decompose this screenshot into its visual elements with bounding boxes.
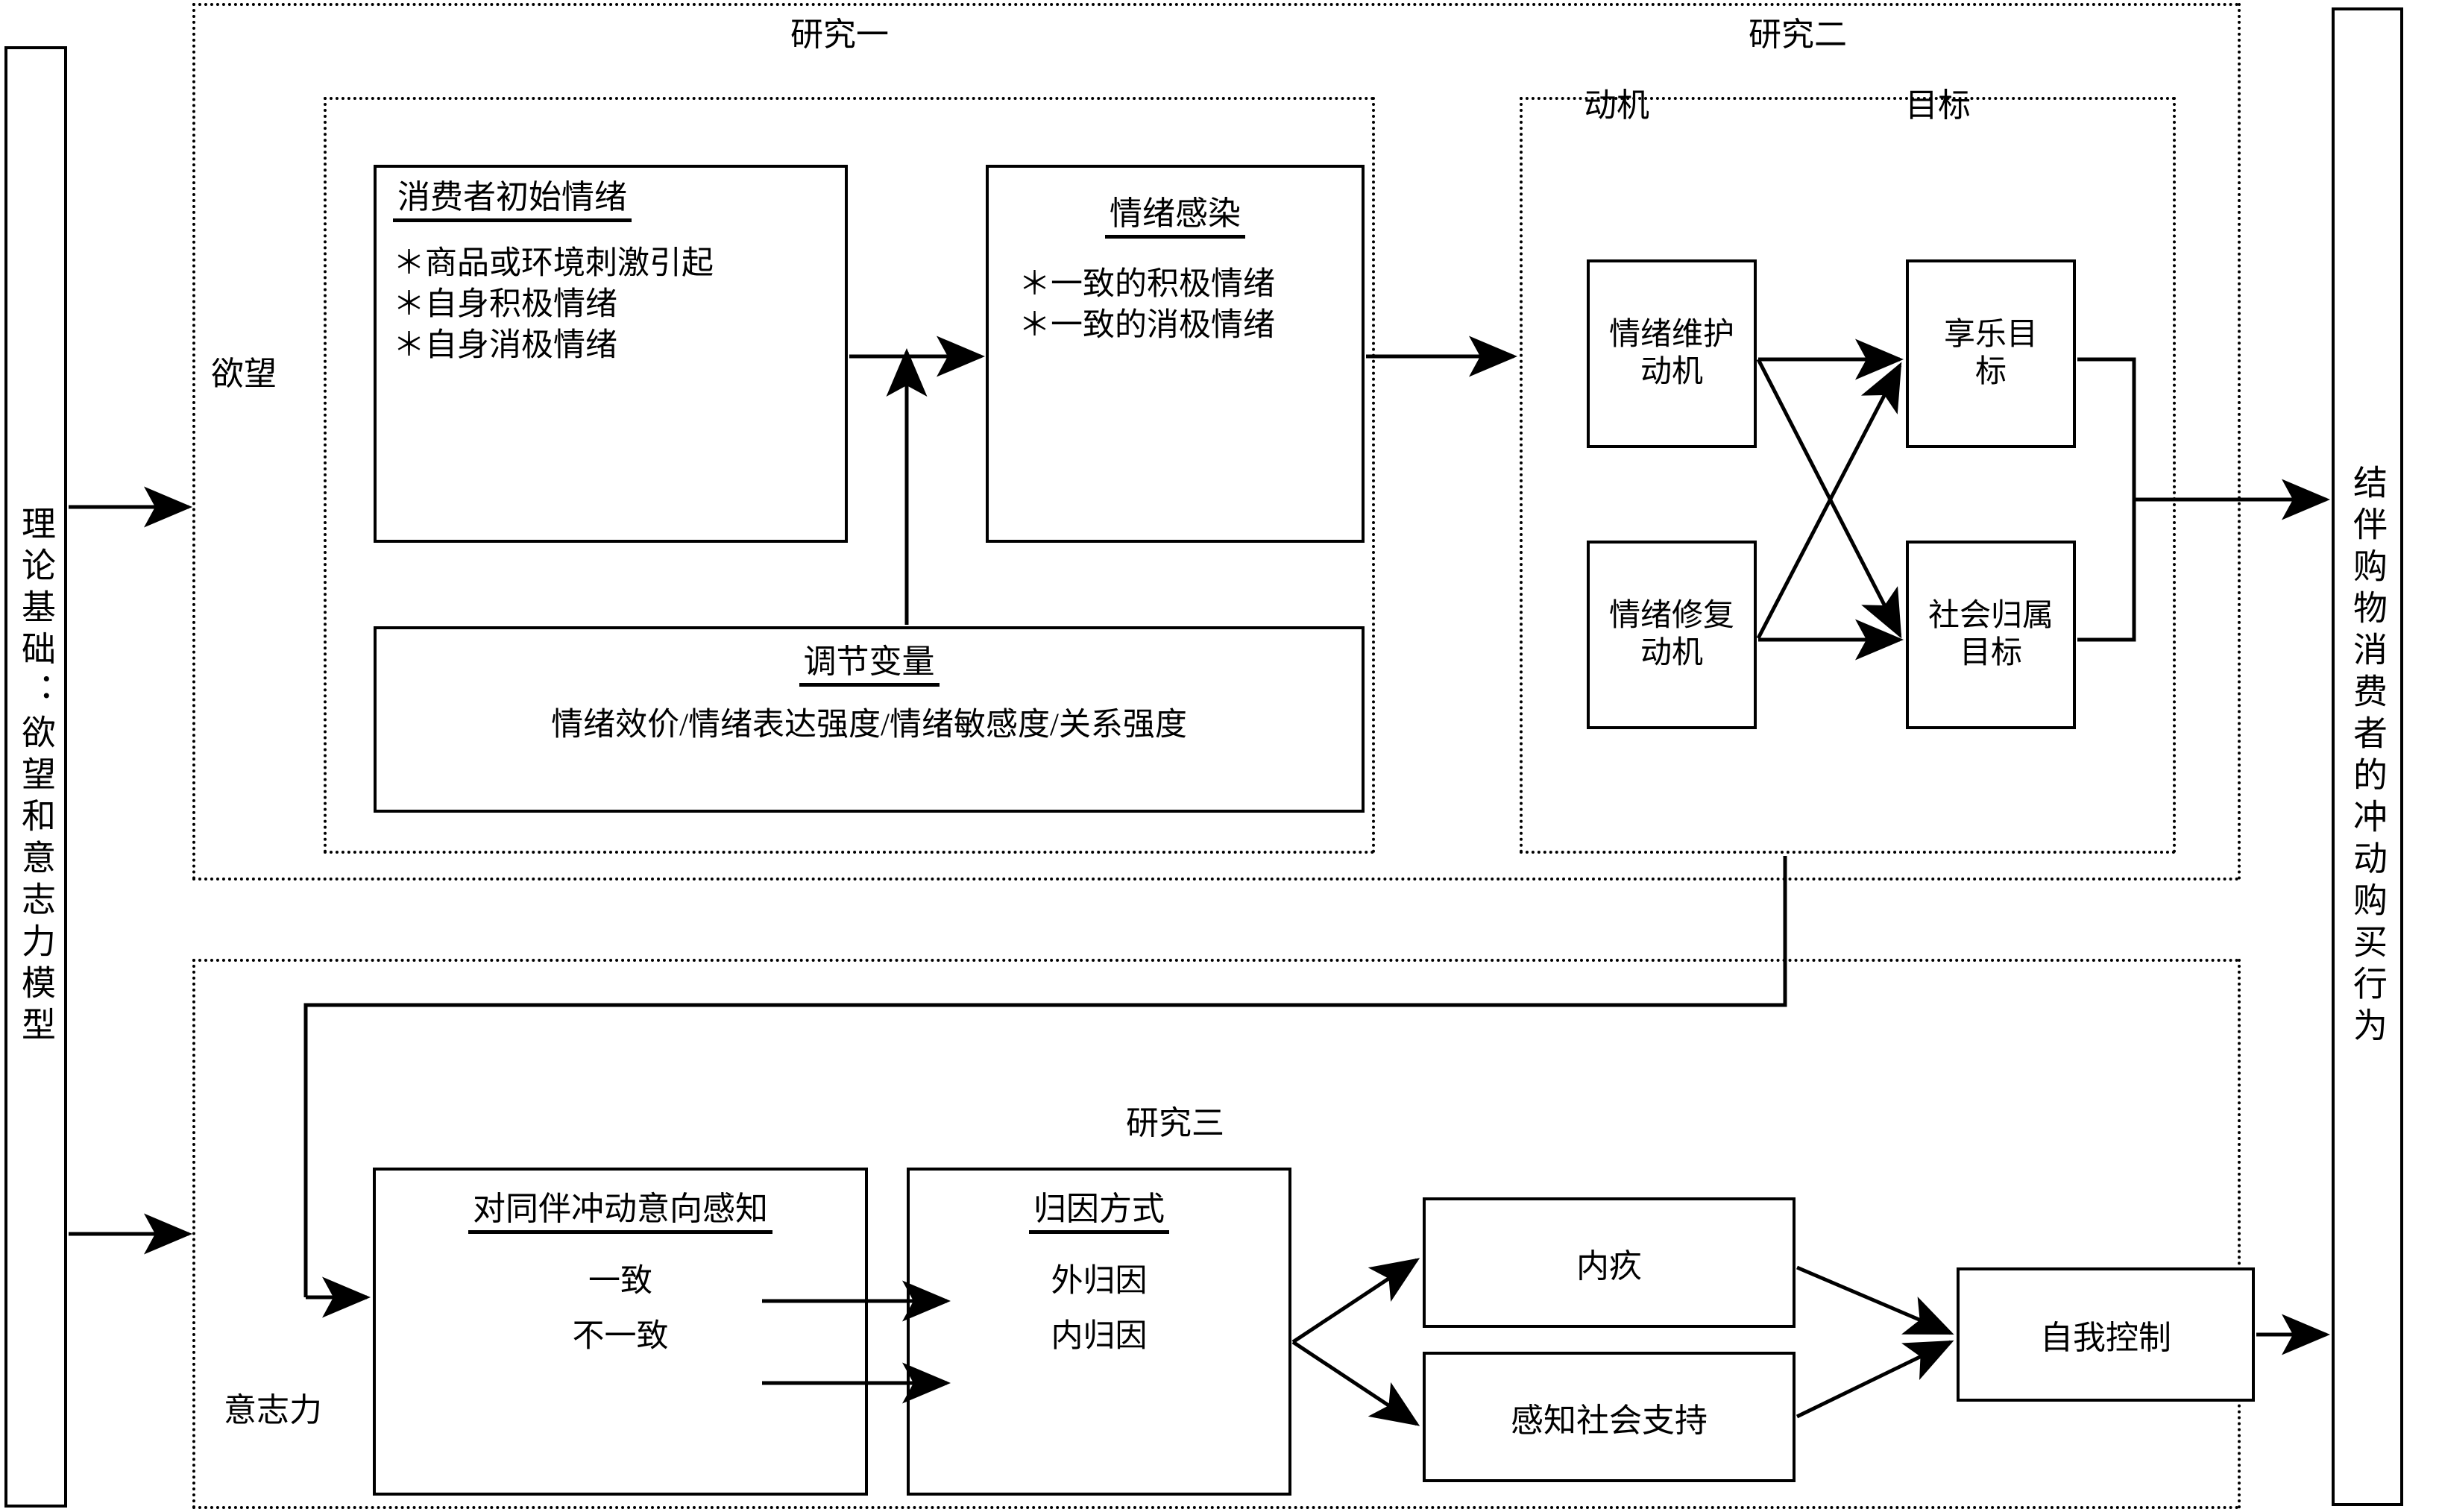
perceived-social-support-box: 感知社会支持 (1423, 1352, 1796, 1482)
study-one-title: 研究一 (790, 16, 889, 53)
initial-emotion-box: 消费者初始情绪 ＊商品或环境刺激引起 ＊自身积极情绪 ＊自身消极情绪 (374, 165, 848, 543)
outcome-box: 结伴购物消费者的冲动购买行为 (2332, 7, 2403, 1506)
social-belonging-goal-box: 社会归属目标 (1906, 541, 2076, 729)
initial-emotion-title: 消费者初始情绪 (393, 178, 632, 222)
study-two-panel (1520, 97, 2176, 854)
moderator-title: 调节变量 (799, 643, 940, 687)
emotion-maintenance-motive-box: 情绪维护动机 (1587, 259, 1757, 448)
attribution-option: 外归因 (1051, 1263, 1148, 1299)
hedonic-goal-label: 享乐目标 (1943, 317, 2038, 389)
hedonic-goal-box: 享乐目标 (1906, 259, 2076, 448)
contagion-bullet: ＊一致的消极情绪 (1019, 307, 1275, 343)
emotion-maintenance-motive-label: 情绪维护动机 (1608, 317, 1734, 389)
desire-edge-label: 欲望 (211, 356, 277, 392)
emotional-contagion-title: 情绪感染 (1105, 195, 1245, 239)
attribution-style-box: 归因方式 外归因 内归因 (907, 1168, 1291, 1496)
perception-option: 一致 (588, 1263, 652, 1299)
initial-emotion-bullet: ＊自身积极情绪 (393, 286, 617, 322)
theory-foundation-box: 理论基础：欲望和意志力模型 (4, 46, 67, 1508)
study-one-panel (324, 97, 1375, 854)
guilt-label: 内疚 (1576, 1247, 1642, 1285)
perception-option: 不一致 (572, 1318, 669, 1354)
self-control-label: 自我控制 (2040, 1320, 2171, 1356)
emotion-repair-motive-box: 情绪修复动机 (1587, 541, 1757, 729)
moderator-items: 情绪效价/情绪表达强度/情绪敏感度/关系强度 (551, 707, 1187, 743)
study-two-title: 研究二 (1749, 16, 1847, 53)
guilt-box: 内疚 (1423, 1197, 1796, 1328)
emotion-repair-motive-label: 情绪修复动机 (1608, 598, 1734, 670)
study-three-title: 研究三 (1126, 1105, 1224, 1141)
initial-emotion-bullet: ＊自身消极情绪 (393, 327, 617, 363)
attribution-style-title: 归因方式 (1029, 1190, 1169, 1234)
emotional-contagion-box: 情绪感染 ＊一致的积极情绪 ＊一致的消极情绪 (986, 165, 1365, 543)
motive-column-header: 动机 (1584, 87, 1649, 124)
attribution-option: 内归因 (1051, 1318, 1148, 1354)
willpower-edge-label: 意志力 (224, 1392, 322, 1428)
contagion-bullet: ＊一致的积极情绪 (1019, 266, 1275, 302)
peer-impulse-perception-box: 对同伴冲动意向感知 一致 不一致 (373, 1168, 868, 1496)
theory-foundation-label: 理论基础：欲望和意志力模型 (17, 505, 55, 1048)
perceived-social-support-label: 感知社会支持 (1511, 1402, 1708, 1439)
self-control-box: 自我控制 (1957, 1267, 2255, 1402)
social-belonging-goal-label: 社会归属目标 (1927, 598, 2054, 670)
goal-column-header: 目标 (1905, 87, 1971, 124)
outcome-label: 结伴购物消费者的冲动购买行为 (2349, 464, 2387, 1049)
initial-emotion-bullet: ＊商品或环境刺激引起 (393, 245, 714, 281)
peer-impulse-perception-title: 对同伴冲动意向感知 (468, 1190, 772, 1234)
moderator-variables-box: 调节变量 情绪效价/情绪表达强度/情绪敏感度/关系强度 (374, 626, 1365, 813)
